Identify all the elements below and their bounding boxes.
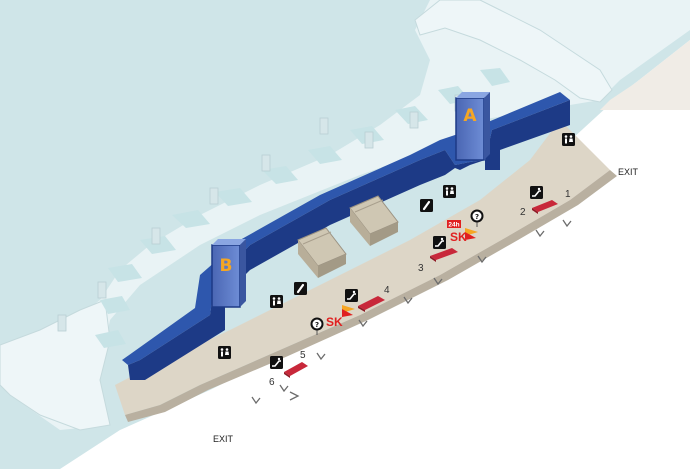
sk-store[interactable]: SK [326,305,355,329]
exit-label-right: EXIT [618,167,639,177]
gate-label-a: A [463,106,477,126]
escalator-4[interactable] [358,296,385,312]
pier-left [0,299,111,431]
land-edge [600,40,690,110]
stairs-icon [349,195,399,246]
gate-wall-face [128,100,570,380]
sk-label-1: SK [450,230,467,244]
svg-text:?: ? [315,321,319,329]
information-icon[interactable]: ? [310,317,324,336]
restroom-icon [218,346,231,359]
arrow-exit-icon [251,219,572,405]
escalator-number-5: 5 [300,350,306,361]
exit-label-left: EXIT [213,434,234,444]
restroom-icon [270,295,283,308]
stairs-icon [297,227,347,278]
gate-sign-a[interactable]: A [455,92,490,161]
escalator-icon [433,236,446,249]
pier-apron [0,0,690,430]
sk-badge-24h: 24h [448,222,459,229]
pier-windows [95,68,510,348]
escalator-5[interactable] [284,362,308,378]
escalator-3[interactable] [430,248,458,262]
pier-top [414,0,613,103]
escalator-number-6: 6 [269,377,275,388]
escalator-icon [530,186,543,199]
escalator-number-4: 4 [384,285,390,296]
escalator-number-2: 2 [520,207,526,218]
phone-icon [420,199,433,212]
concourse-floor [115,120,610,415]
gate-sign-b[interactable]: B [211,239,246,308]
restroom-icon [443,185,456,198]
land-area [60,40,690,469]
gate-label-b: B [220,256,233,276]
sk-store-24h[interactable]: 24h SK [447,220,478,244]
phone-icon [294,282,307,295]
escalator-icon [345,289,358,302]
restroom-icon [562,133,575,146]
information-icon[interactable]: ? [470,209,484,228]
sk-label-2: SK [326,315,343,329]
escalator-1[interactable] [532,200,558,214]
svg-text:?: ? [475,213,479,221]
escalator-number-3: 3 [418,263,424,274]
escalator-number-1: 1 [565,189,571,200]
escalator-icon [270,356,283,369]
